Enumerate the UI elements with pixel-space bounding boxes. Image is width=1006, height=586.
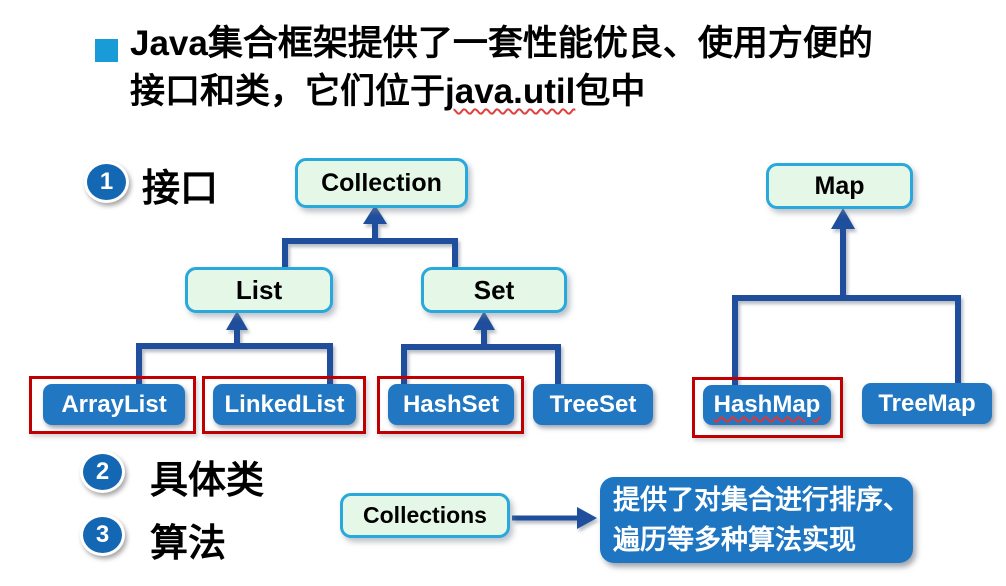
node-linkedlist-class: LinkedList bbox=[213, 384, 356, 425]
node-collection-interface: Collection bbox=[295, 158, 468, 208]
title-java-util-package: java.util bbox=[445, 72, 576, 111]
legend-number-2-badge: 2 bbox=[80, 451, 125, 493]
node-hashmap-class: HashMap bbox=[703, 385, 831, 425]
node-treemap-class: TreeMap bbox=[862, 383, 992, 424]
title-line2-prefix: 接口和类，它们位于 bbox=[130, 72, 446, 111]
title-bullet-square-icon bbox=[95, 39, 118, 62]
node-collections-utility: Collections bbox=[340, 493, 510, 538]
list-tree-line bbox=[136, 343, 333, 386]
list-arrow-up-icon bbox=[226, 311, 248, 330]
title-line1: Java集合框架提供了一套性能优良、使用方便的 bbox=[130, 24, 873, 63]
set-arrow-up-icon bbox=[473, 311, 495, 330]
legend-label-interfaces: 接口 bbox=[142, 168, 219, 210]
algorithm-description-callout: 提供了对集合进行排序、 遍历等多种算法实现 bbox=[600, 477, 913, 563]
slide-title: Java集合框架提供了一套性能优良、使用方便的 接口和类，它们位于java.ut… bbox=[130, 20, 930, 116]
node-treeset-class: TreeSet bbox=[533, 384, 653, 425]
legend-number-1: 1 bbox=[99, 168, 114, 195]
title-line2-suffix: 包中 bbox=[575, 72, 646, 111]
set-tree-line bbox=[401, 344, 561, 386]
legend-number-3: 3 bbox=[95, 521, 110, 548]
hashmap-label-spellcheck-underline: HashMap bbox=[713, 391, 821, 418]
collection-arrow-up-icon bbox=[363, 205, 387, 224]
node-hashset-class: HashSet bbox=[388, 384, 514, 425]
collection-tree-line bbox=[282, 238, 458, 267]
legend-number-1-badge: 1 bbox=[84, 161, 129, 203]
legend-label-algorithms: 算法 bbox=[150, 523, 227, 565]
algorithm-description-line2: 遍历等多种算法实现 bbox=[613, 525, 856, 555]
legend-label-concrete-classes: 具体类 bbox=[150, 460, 265, 502]
node-arraylist-class: ArrayList bbox=[43, 384, 185, 425]
node-map-interface: Map bbox=[766, 163, 913, 209]
legend-number-3-badge: 3 bbox=[80, 514, 125, 556]
map-arrow-up-icon bbox=[831, 208, 855, 229]
node-list-interface: List bbox=[185, 267, 333, 313]
algorithm-description-line1: 提供了对集合进行排序、 bbox=[613, 485, 910, 515]
collections-arrow-right-icon bbox=[577, 507, 597, 529]
node-set-interface: Set bbox=[421, 267, 567, 313]
legend-number-2: 2 bbox=[95, 458, 110, 485]
map-tree-line bbox=[732, 295, 961, 388]
